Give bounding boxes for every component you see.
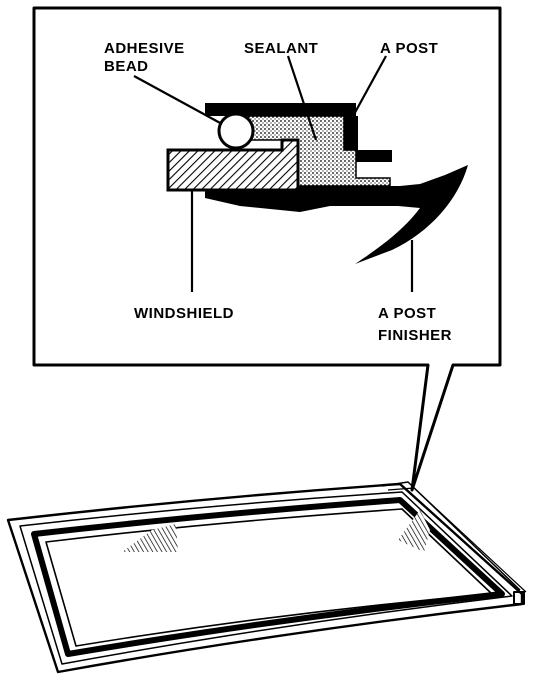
- label-adhesive-bead-line1: ADHESIVE: [104, 40, 185, 57]
- a-post-finisher-shape: [205, 165, 468, 264]
- cross-section: [166, 103, 468, 264]
- callout-box: [32, 6, 502, 492]
- windshield-glass: [166, 138, 300, 192]
- corner-shading: [122, 510, 430, 552]
- label-a-post-finisher-line1: A POST: [378, 305, 436, 322]
- label-sealant: SEALANT: [244, 40, 318, 57]
- label-a-post-finisher-line2: FINISHER: [378, 327, 452, 344]
- labels: ADHESIVE BEAD SEALANT A POST WINDSHIELD …: [104, 40, 452, 344]
- windshield-frame-illustration: [6, 481, 527, 674]
- label-windshield: WINDSHIELD: [134, 305, 234, 322]
- label-a-post: A POST: [380, 40, 438, 57]
- adhesive-bead-circle: [217, 112, 255, 150]
- leader-lines: [133, 55, 414, 292]
- label-adhesive-bead-line2: BEAD: [104, 58, 149, 75]
